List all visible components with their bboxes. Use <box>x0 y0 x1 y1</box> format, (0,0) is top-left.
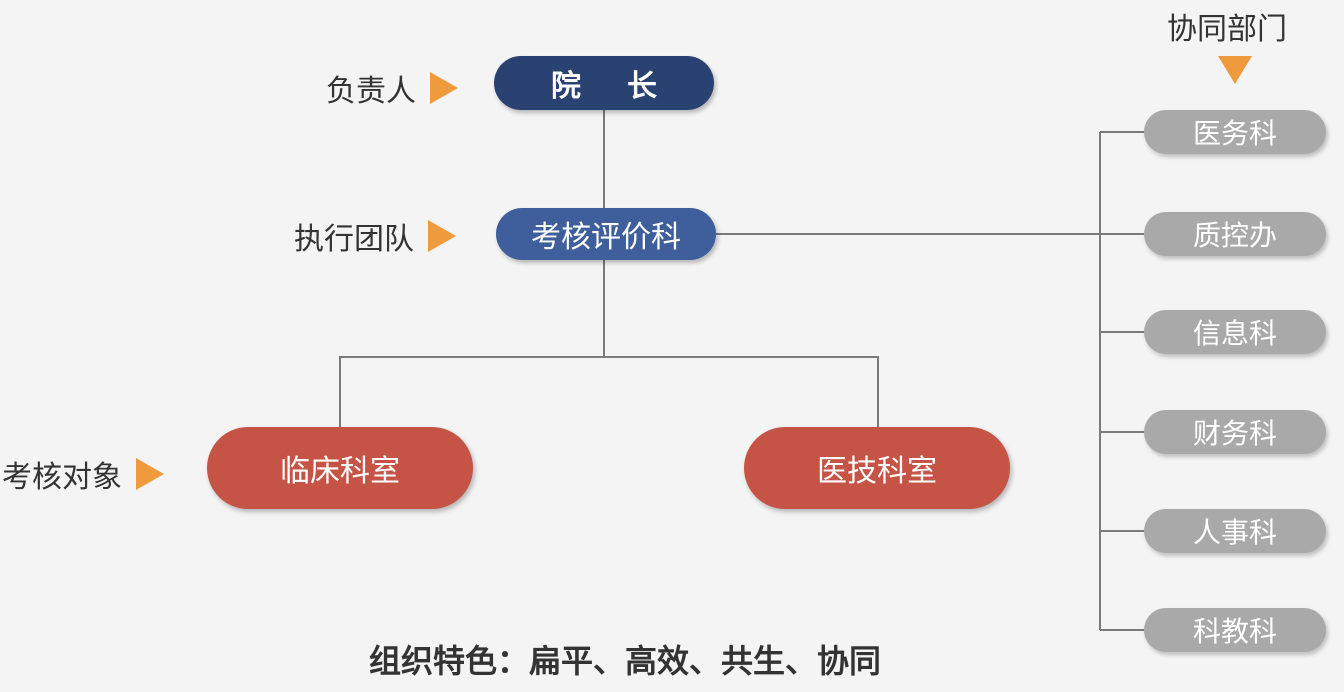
label-target-text: 考核对象 <box>2 460 122 495</box>
label-leader-text: 负责人 <box>326 74 416 109</box>
node-dean-char2: 长 <box>627 69 657 104</box>
triangle-right-icon <box>136 458 164 490</box>
node-medical-tech-departments: 医技科室 <box>744 427 1010 509</box>
node-dean: 院 长 <box>494 56 714 110</box>
triangle-right-icon <box>430 72 458 104</box>
dept-item: 人事科 <box>1144 509 1326 553</box>
triangle-right-icon <box>428 220 456 252</box>
label-team: 执行团队 <box>294 214 456 258</box>
footer-caption: 组织特色：扁平、高效、共生、协同 <box>368 642 881 680</box>
dept-item: 信息科 <box>1144 310 1326 354</box>
label-target: 考核对象 <box>2 452 164 496</box>
dept-item: 科教科 <box>1144 608 1326 652</box>
dept-item: 质控办 <box>1144 212 1326 256</box>
label-leader: 负责人 <box>326 66 458 110</box>
node-evaluation-team: 考核评价科 <box>496 208 716 260</box>
triangle-down-icon <box>1218 56 1252 84</box>
dept-item: 财务科 <box>1144 410 1326 454</box>
cooperating-title: 协同部门 <box>1167 12 1287 47</box>
node-clinical-departments: 临床科室 <box>207 427 473 509</box>
dept-item: 医务科 <box>1144 110 1326 154</box>
node-dean-char1: 院 <box>551 69 581 104</box>
label-team-text: 执行团队 <box>294 222 414 257</box>
